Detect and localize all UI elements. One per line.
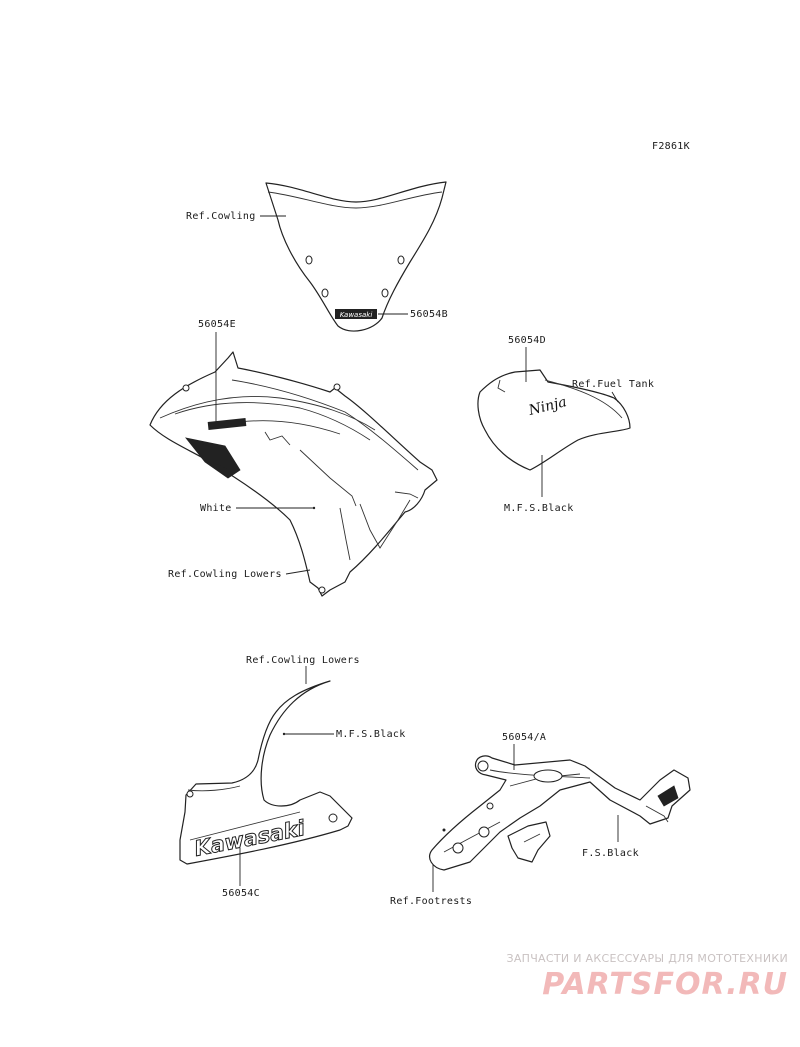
label-white: White <box>200 503 232 514</box>
leader-ref-cowling-lowers-1 <box>285 569 311 575</box>
lower-cowling-part: Kawasaki <box>179 680 353 865</box>
lower-logo-text: Kawasaki <box>192 816 307 861</box>
windscreen-decal <box>335 309 377 319</box>
label-mfs-black-1: M.F.S.Black <box>504 503 574 514</box>
windscreen-decal-text: Kawasaki <box>340 311 373 319</box>
label-56054d: 56054D <box>508 335 546 346</box>
watermark-subtitle: ЗАПЧАСТИ И АКСЕССУАРЫ ДЛЯ МОТОТЕХНИКИ <box>506 952 788 965</box>
label-fs-black: F.S.Black <box>582 848 639 859</box>
leader-ref-fuel-tank <box>611 391 619 403</box>
side-cowling-part <box>149 351 438 597</box>
figure-code: F2861K <box>652 141 690 152</box>
watermark-brand: PARTSFOR.RU <box>542 967 788 1002</box>
label-ref-cowling-lowers-1: Ref.Cowling Lowers <box>168 569 282 580</box>
label-ref-cowling-lowers-2: Ref.Cowling Lowers <box>246 655 360 666</box>
label-56054b: 56054B <box>410 309 448 320</box>
label-56054a: 56054/A <box>502 732 546 743</box>
tank-logo-text: Ninja <box>526 394 568 419</box>
label-ref-footrests: Ref.Footrests <box>390 896 472 907</box>
label-56054e: 56054E <box>198 319 236 330</box>
label-ref-fuel-tank: Ref.Fuel Tank <box>572 379 654 390</box>
label-56054c: 56054C <box>222 888 260 899</box>
windscreen-part: Kawasaki <box>265 181 447 332</box>
label-mfs-black-2: M.F.S.Black <box>336 729 406 740</box>
label-ref-cowling: Ref.Cowling <box>186 211 256 222</box>
footrest-bracket-part <box>429 755 691 871</box>
watermark: ЗАПЧАСТИ И АКСЕССУАРЫ ДЛЯ МОТОТЕХНИКИ PA… <box>488 952 788 1002</box>
